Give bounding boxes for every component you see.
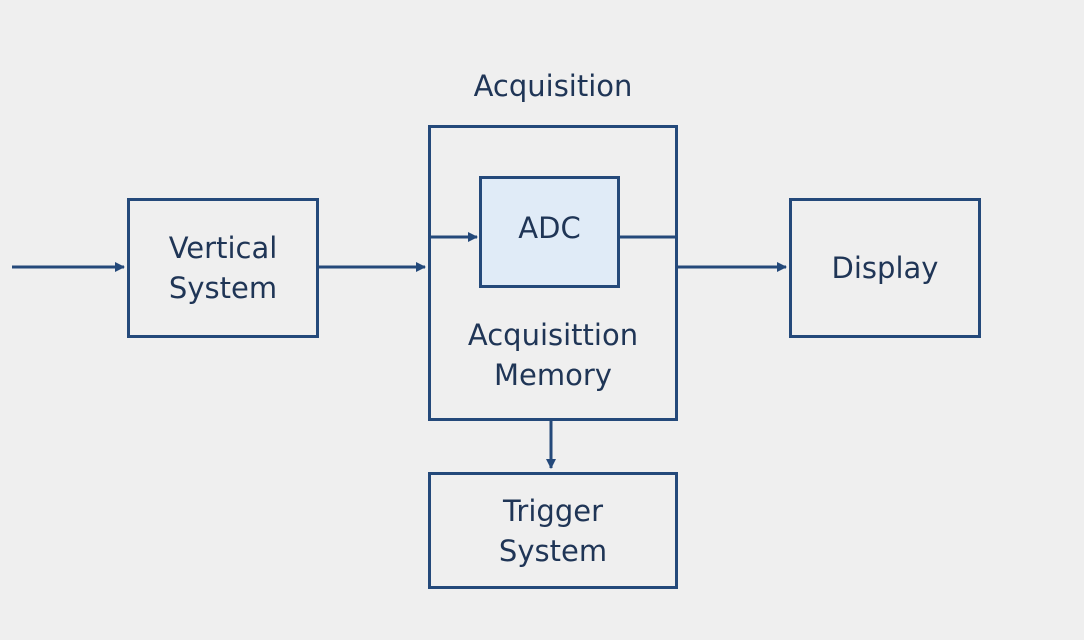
- trigger-system-line1: Trigger: [502, 494, 603, 528]
- acquisition-memory-label: Acquisittion Memory: [428, 315, 678, 395]
- trigger-system-line2: System: [498, 534, 608, 568]
- adc-label: ADC: [518, 211, 581, 245]
- vertical-system-line2: System: [168, 271, 278, 305]
- trigger-system-label: Trigger System: [428, 491, 678, 571]
- acquisition-group-title: Acquisition: [473, 69, 633, 103]
- vertical-system-label: Vertical System: [127, 228, 319, 308]
- adc-block: [479, 176, 620, 288]
- display-block: [789, 198, 981, 338]
- acquisition-memory-line1: Acquisittion: [467, 318, 639, 352]
- vertical-system-line1: Vertical: [168, 231, 278, 265]
- vertical-system-block: [127, 198, 319, 338]
- display-label: Display: [831, 251, 939, 285]
- trigger-system-block: [428, 472, 678, 589]
- acquisition-block: [428, 125, 678, 421]
- acquisition-memory-line2: Memory: [494, 358, 612, 392]
